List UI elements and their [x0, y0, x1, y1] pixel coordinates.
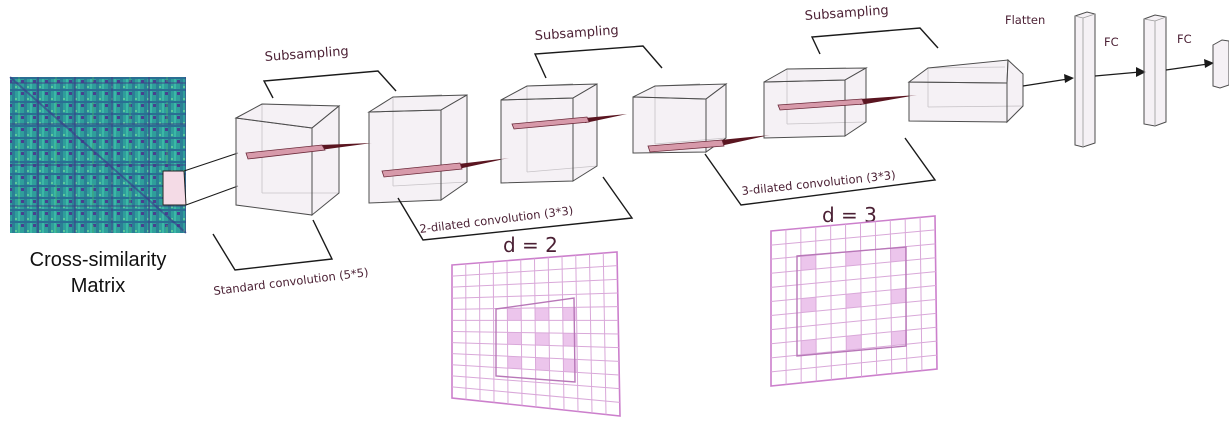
feature-map-cube-1	[234, 103, 341, 217]
kernel-bar-5	[777, 95, 917, 111]
subsampling-label-1: Subsampling	[264, 44, 349, 65]
feature-map-cube-5	[763, 67, 868, 139]
feature-map-cube-2	[367, 94, 468, 204]
grid-line	[770, 298, 937, 317]
fc-label-2: FC	[1177, 32, 1192, 46]
grid-line	[770, 271, 936, 288]
dilated-cell	[891, 330, 907, 346]
kernel-bar-3	[511, 114, 627, 130]
fc-layer-1	[1074, 11, 1096, 148]
grid-line	[770, 312, 937, 331]
dilation-grid-d3	[770, 215, 938, 387]
grid-line	[859, 222, 863, 377]
grid-line	[830, 225, 832, 380]
feature-map-cube-4	[632, 83, 728, 154]
dilated-cell	[890, 288, 907, 304]
dilated-cell	[507, 308, 522, 321]
fc-arrow-1	[1094, 67, 1146, 77]
grid-line	[889, 220, 893, 374]
grid-line	[602, 253, 607, 415]
grid-line	[770, 229, 936, 246]
dilated-cell	[562, 307, 577, 321]
dilated-cell	[563, 358, 578, 373]
fc-label-1: FC	[1104, 35, 1119, 49]
grid-line	[770, 326, 937, 345]
dilated-cell	[846, 334, 862, 351]
kernel-bar-1	[245, 143, 372, 160]
subsampling-bracket-3: Subsampling	[804, 3, 939, 55]
grid-line	[770, 285, 936, 302]
dilated-cell	[535, 307, 549, 321]
dilated-cell	[563, 333, 578, 347]
dilated-cell	[845, 292, 862, 309]
grid-line	[770, 354, 937, 373]
dilation-grid-d2	[451, 251, 621, 417]
standard-conv-bracket: Standard convolution (5*5)	[212, 219, 369, 298]
dilated-cell	[507, 332, 522, 345]
subsampling-label-3: Subsampling	[804, 3, 889, 24]
grid-line	[770, 257, 936, 274]
feature-map-cube-6	[907, 58, 1024, 124]
dilated-cell	[801, 339, 817, 355]
flatten-arrow	[1022, 74, 1074, 87]
flatten-label: Flatten	[1005, 13, 1045, 27]
input-caption-line1: Cross-similarity	[30, 249, 167, 271]
dilated3-conv-bracket: 3-dilated convolution (3*3)	[704, 137, 937, 206]
fc-arrow-2	[1165, 59, 1214, 71]
subsampling-bracket-2: Subsampling	[533, 23, 663, 79]
grid-line	[845, 224, 847, 379]
fc-layer-2	[1143, 14, 1167, 127]
dilated-cell	[507, 356, 522, 370]
dilated-cell	[800, 297, 817, 313]
subsampling-label-2: Subsampling	[534, 23, 619, 44]
dilated-cell	[890, 246, 906, 262]
dilated-cell	[800, 254, 816, 271]
input-patch	[162, 152, 239, 206]
grid-line	[815, 226, 817, 382]
dilated3-conv-label: 3-dilated convolution (3*3)	[741, 168, 896, 198]
kernel-bar-2	[381, 158, 509, 178]
subsampling-bracket-1: Subsampling	[262, 44, 397, 99]
dilated-cell	[535, 357, 550, 371]
input-matrix	[9, 76, 187, 234]
d2-label: d = 2	[503, 233, 558, 257]
dilated-cell	[535, 332, 550, 346]
grid-line	[451, 375, 620, 390]
grid-line	[919, 217, 923, 371]
grid-line	[451, 386, 620, 403]
dilated-cell	[845, 250, 861, 267]
dilated2-conv-label: 2-dilated convolution (3*3)	[419, 203, 574, 236]
output-layer	[1212, 39, 1229, 89]
input-caption-line2: Matrix	[71, 275, 125, 297]
grid-line	[770, 340, 937, 359]
grid-line	[874, 221, 878, 376]
kernel-bar-4	[647, 135, 770, 153]
feature-map-cube-3	[500, 83, 598, 184]
